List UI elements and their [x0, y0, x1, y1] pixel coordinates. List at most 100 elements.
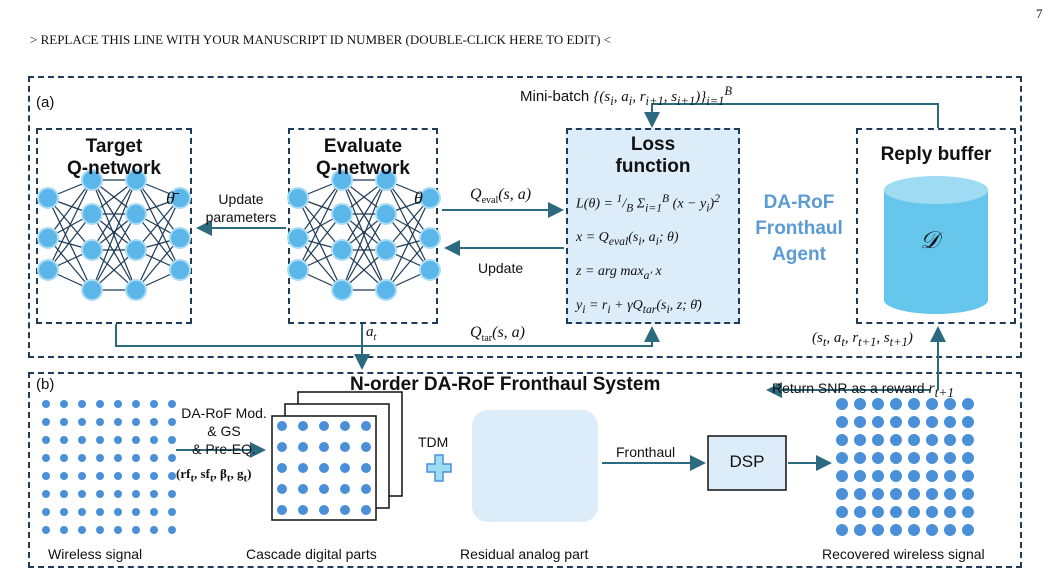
dsp-box	[707, 435, 787, 491]
constellation-point	[78, 400, 86, 408]
constellation-point	[114, 436, 122, 444]
constellation-point	[319, 484, 329, 494]
constellation-point	[926, 452, 938, 464]
constellation-point	[340, 442, 350, 452]
network-edge	[135, 213, 181, 271]
constellation-point	[60, 508, 68, 516]
constellation-point	[361, 463, 371, 473]
network-node	[169, 227, 191, 249]
constellation-point	[890, 434, 902, 446]
constellation-point	[872, 488, 884, 500]
network-edge	[341, 179, 387, 291]
constellation-point	[944, 506, 956, 518]
network-edge	[341, 213, 387, 291]
constellation-point	[872, 506, 884, 518]
constellation-point	[132, 490, 140, 498]
constellation-point	[872, 452, 884, 464]
constellation-point	[78, 490, 86, 498]
network-edge	[135, 179, 181, 239]
recovered-caption: Recovered wireless signal	[822, 546, 985, 562]
constellation-point	[854, 524, 866, 536]
constellation-point	[926, 506, 938, 518]
constellation-point	[908, 488, 920, 500]
network-edge	[135, 179, 181, 271]
constellation-point	[150, 418, 158, 426]
loss-function-box	[566, 128, 740, 324]
constellation-point	[78, 436, 86, 444]
loss-equations: L(θ) = 1/B Σi=1B (x − yi)2 x = Qeval(si,…	[576, 192, 720, 316]
target-network-graph	[37, 169, 191, 301]
network-node	[419, 187, 441, 209]
constellation-point	[42, 436, 50, 444]
constellation-point	[319, 442, 329, 452]
constellation-point	[114, 526, 122, 534]
constellation-point	[962, 524, 974, 536]
constellation-point	[944, 398, 956, 410]
network-node	[375, 279, 397, 301]
constellation-point	[854, 416, 866, 428]
constellation-point	[836, 488, 848, 500]
constellation-point	[96, 490, 104, 498]
residual-analog-block	[472, 410, 598, 522]
constellation-point	[836, 434, 848, 446]
qeval-label: Qeval(s, a)	[470, 186, 532, 207]
constellation-point	[890, 452, 902, 464]
constellation-point	[962, 488, 974, 500]
minibatch-arrow	[644, 103, 939, 128]
constellation-point	[926, 524, 938, 536]
constellation-point	[132, 400, 140, 408]
constellation-point	[944, 488, 956, 500]
panel-a-frame	[28, 76, 1022, 358]
update-label: Update	[478, 260, 524, 276]
network-edge	[47, 237, 93, 291]
buffer-cylinder	[884, 176, 988, 314]
constellation-point	[890, 524, 902, 536]
reward-label: Return SNR as a reward rt+1	[772, 380, 955, 401]
constellation-point	[168, 472, 176, 480]
constellation-point	[60, 472, 68, 480]
constellation-point	[132, 508, 140, 516]
network-node	[37, 187, 59, 209]
network-node	[37, 259, 59, 281]
constellation-point	[854, 398, 866, 410]
network-node	[287, 187, 309, 209]
constellation-point	[150, 490, 158, 498]
constellation-point	[60, 436, 68, 444]
constellation-point	[78, 526, 86, 534]
constellation-point	[150, 436, 158, 444]
constellation-point	[962, 416, 974, 428]
constellation-point	[944, 524, 956, 536]
network-node	[169, 259, 191, 281]
constellation-point	[96, 418, 104, 426]
constellation-point	[168, 400, 176, 408]
constellation-point	[854, 452, 866, 464]
fronthaul-label: Fronthaul	[616, 444, 676, 460]
constellation-point	[277, 442, 287, 452]
constellation-point	[60, 418, 68, 426]
network-node	[81, 239, 103, 261]
constellation-point	[132, 436, 140, 444]
constellation-point	[836, 398, 848, 410]
constellation-point	[854, 506, 866, 518]
qtar-arrow	[115, 324, 660, 347]
network-node	[287, 227, 309, 249]
network-edge	[385, 197, 431, 251]
constellation-point	[168, 436, 176, 444]
residual-caption: Residual analog part	[460, 546, 589, 562]
network-edge	[297, 213, 343, 271]
constellation-point	[60, 400, 68, 408]
panel-b-label: (b)	[36, 376, 55, 393]
network-node	[331, 169, 353, 191]
constellation-point	[150, 526, 158, 534]
constellation-point	[42, 454, 50, 462]
constellation-point	[114, 418, 122, 426]
qtar-label: Qtar(s, a)	[470, 324, 525, 345]
constellation-point	[42, 418, 50, 426]
constellation-point	[114, 454, 122, 462]
constellation-point	[114, 472, 122, 480]
minibatch-label: Mini-batch {(si, ai, ri+1, si+1)}i=1B	[520, 84, 733, 108]
constellation-point	[78, 418, 86, 426]
buffer-symbol: 𝒟	[920, 228, 940, 254]
